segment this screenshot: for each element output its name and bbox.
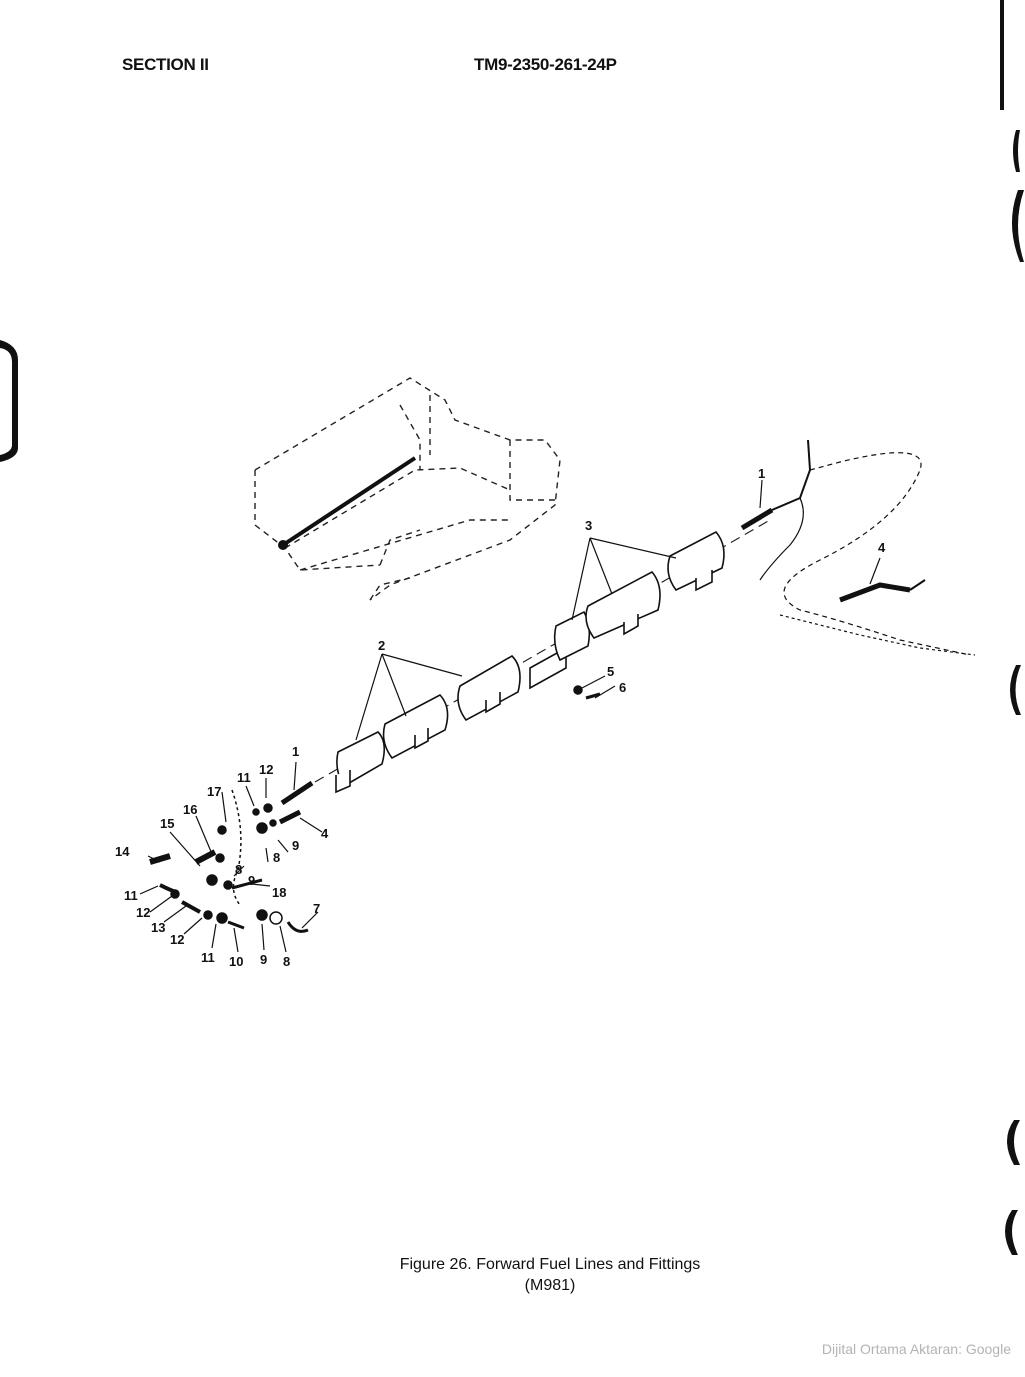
shroud-3c — [667, 530, 725, 592]
callout-16: 16 — [183, 802, 197, 817]
document-number: TM9-2350-261-24P — [474, 55, 617, 74]
callout-7: 7 — [313, 901, 320, 916]
callout-17: 17 — [207, 784, 221, 799]
callout-10: 10 — [229, 954, 243, 969]
callout-9-b: 9 — [260, 952, 267, 967]
callout-13: 13 — [151, 920, 165, 935]
callout-9-c: 9 — [248, 873, 255, 888]
rear-hose-assembly — [740, 439, 976, 656]
shroud-2c — [457, 655, 521, 722]
callout-15: 15 — [160, 816, 174, 831]
callout-8-b: 8 — [283, 954, 290, 969]
clamp-5-6 — [529, 646, 567, 690]
callout-12-c: 12 — [259, 762, 273, 777]
callout-11-a: 11 — [201, 950, 215, 965]
callout-1-front: 1 — [292, 744, 299, 759]
callout-14: 14 — [115, 844, 130, 859]
shroud-2a — [335, 731, 386, 794]
callout-8-c: 8 — [235, 862, 242, 877]
front-fittings — [149, 685, 601, 933]
callout-5: 5 — [607, 664, 614, 679]
callout-6: 6 — [619, 680, 626, 695]
callout-18: 18 — [272, 885, 286, 900]
hull-fitting — [278, 540, 288, 550]
hull-outline — [254, 377, 561, 601]
callout-11-c: 11 — [237, 770, 251, 785]
scan-edge-marks — [0, 0, 1024, 1255]
fuel-line-shrouds — [335, 530, 725, 794]
callout-12-b: 12 — [136, 905, 150, 920]
callout-1-rear: 1 — [758, 466, 765, 481]
callout-4-rear: 4 — [878, 540, 886, 555]
figure-caption-model: (M981) — [524, 1277, 576, 1294]
callout-leaders — [139, 479, 881, 953]
figure-caption-title: Figure 26. Forward Fuel Lines and Fittin… — [399, 1256, 701, 1273]
section-label: SECTION II — [122, 55, 209, 74]
shroud-2b — [382, 694, 449, 760]
callout-2: 2 — [378, 638, 385, 653]
callout-8-a: 8 — [273, 850, 280, 865]
scan-credit: Dijital Ortama Aktaran: Google — [821, 1341, 1011, 1357]
callout-4-front: 4 — [321, 826, 329, 841]
callout-11-b: 11 — [124, 888, 138, 903]
callout-12-a: 12 — [170, 932, 184, 947]
callout-9-a: 9 — [292, 838, 299, 853]
callout-3: 3 — [585, 518, 592, 533]
shroud-3b — [585, 570, 661, 639]
hull-fuel-line — [281, 456, 417, 547]
